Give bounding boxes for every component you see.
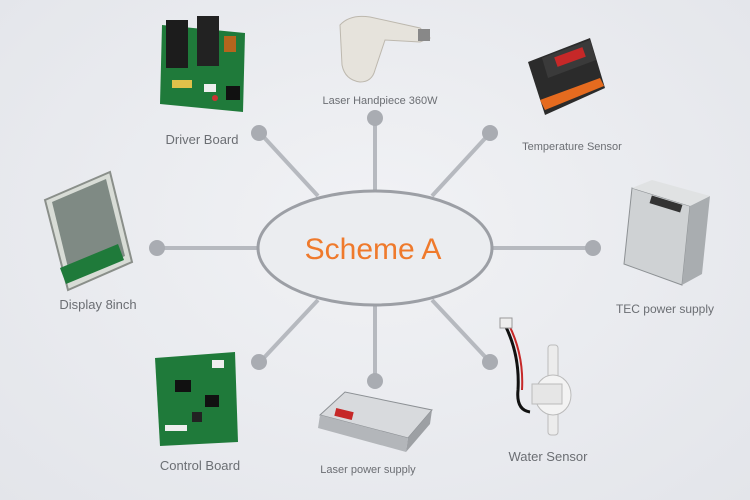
- flow-sensor-icon: [499, 317, 572, 436]
- label-water-sensor: Water Sensor: [509, 449, 589, 464]
- connectors: [158, 118, 592, 380]
- node-laser-power-supply: [367, 373, 383, 389]
- label-tec-power-supply: TEC power supply: [616, 302, 714, 316]
- psu-box-flat-icon: [318, 391, 433, 452]
- node-laser-handpiece: [367, 110, 383, 126]
- node-control-board: [251, 354, 267, 370]
- node-temperature-sensor: [482, 125, 498, 141]
- handpiece-icon: [339, 15, 431, 83]
- connector-temperature-sensor: [430, 131, 492, 198]
- label-display: Display 8inch: [59, 297, 136, 312]
- label-driver-board: Driver Board: [166, 132, 239, 147]
- connector-control-board: [258, 298, 320, 364]
- node-water-sensor: [482, 354, 498, 370]
- center-label: Scheme A: [305, 233, 442, 266]
- lcd-panel-icon: [43, 170, 134, 292]
- label-temperature-sensor: Temperature Sensor: [522, 141, 622, 153]
- connector-driver-board: [258, 131, 320, 198]
- connector-nodes: [149, 110, 601, 389]
- psu-box-icon: [623, 180, 710, 286]
- label-laser-power-supply: Laser power supply: [320, 464, 416, 476]
- label-laser-handpiece: Laser Handpiece 360W: [323, 95, 439, 107]
- label-control-board: Control Board: [160, 458, 240, 473]
- node-display: [149, 240, 165, 256]
- node-driver-board: [251, 125, 267, 141]
- pcb-icon: [155, 352, 238, 446]
- connector-water-sensor: [430, 298, 492, 364]
- digital-controller-icon: [528, 38, 605, 115]
- center-ellipse: [256, 189, 494, 307]
- driver-board-icon: [160, 16, 245, 112]
- node-tec-power-supply: [585, 240, 601, 256]
